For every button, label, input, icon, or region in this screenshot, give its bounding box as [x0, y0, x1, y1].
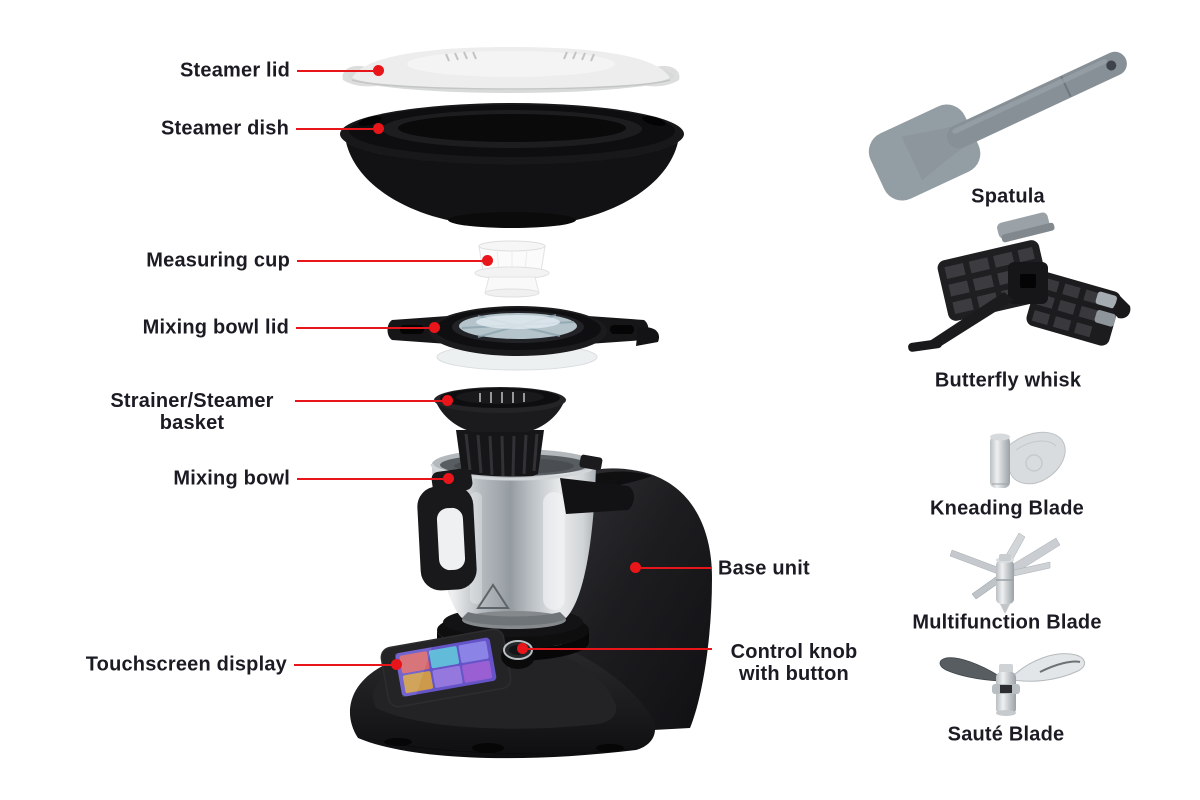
- callout-line-base-unit: [641, 567, 712, 569]
- callout-line-mixing-bowl: [297, 478, 444, 480]
- accessory-label-saute-blade: Sauté Blade: [947, 723, 1065, 746]
- screen-tile: [458, 640, 489, 663]
- screen-tile: [432, 665, 463, 688]
- saute-blade-illustration: [939, 653, 1085, 716]
- callout-line-control-knob: [528, 648, 712, 650]
- spatula-illustration: [868, 51, 1127, 201]
- part-label-strainer-basket: Strainer/Steamer basket: [110, 390, 274, 434]
- callout-line-touchscreen-display: [294, 664, 392, 666]
- callout-dot-steamer-dish: [373, 123, 384, 134]
- callout-dot-measuring-cup: [482, 255, 493, 266]
- accessory-label-spatula: Spatula: [971, 185, 1045, 208]
- callout-line-measuring-cup: [297, 260, 483, 262]
- part-label-steamer-dish: Steamer dish: [160, 117, 289, 140]
- part-label-control-knob: Control knob with button: [730, 641, 858, 685]
- mixing-bowl-body-illustration: [417, 454, 634, 629]
- part-label-mixing-bowl-lid: Mixing bowl lid: [142, 316, 289, 339]
- multifunction-blade-illustration: [949, 532, 1061, 614]
- part-label-mixing-bowl: Mixing bowl: [173, 467, 290, 490]
- screen-tile: [462, 660, 493, 683]
- callout-line-steamer-lid: [297, 70, 374, 72]
- accessory-label-multifunction-blade: Multifunction Blade: [912, 611, 1102, 634]
- part-label-base-unit: Base unit: [718, 557, 810, 580]
- part-label-measuring-cup: Measuring cup: [146, 249, 290, 272]
- measuring-cup-illustration: [474, 240, 550, 298]
- callout-line-steamer-dish: [296, 128, 373, 130]
- kneading-blade-illustration: [990, 431, 1066, 488]
- butterfly-whisk-illustration: [908, 212, 1131, 352]
- callout-dot-mixing-bowl: [443, 473, 454, 484]
- callout-dot-base-unit: [630, 562, 641, 573]
- steamer-lid-illustration: [342, 47, 680, 93]
- callout-line-mixing-bowl-lid: [296, 327, 430, 329]
- callout-dot-touchscreen-display: [391, 659, 402, 670]
- screen-tile: [429, 646, 460, 669]
- callout-dot-steamer-lid: [373, 65, 384, 76]
- accessory-label-butterfly-whisk: Butterfly whisk: [934, 369, 1082, 392]
- callout-line-strainer-basket: [295, 400, 443, 402]
- part-label-steamer-lid: Steamer lid: [179, 59, 290, 82]
- screen-tile: [402, 671, 434, 694]
- mixing-bowl-lid-illustration: [387, 306, 660, 371]
- touchscreen-display: [380, 628, 512, 708]
- accessory-label-kneading-blade: Kneading Blade: [930, 497, 1084, 520]
- screen-tile: [399, 651, 430, 674]
- steamer-dish-illustration: [340, 103, 684, 228]
- callout-dot-control-knob: [517, 643, 528, 654]
- strainer-steamer-basket-illustration: [434, 387, 566, 480]
- part-label-touchscreen-display: Touchscreen display: [85, 653, 287, 676]
- callout-dot-strainer-basket: [442, 395, 453, 406]
- callout-dot-mixing-bowl-lid: [429, 322, 440, 333]
